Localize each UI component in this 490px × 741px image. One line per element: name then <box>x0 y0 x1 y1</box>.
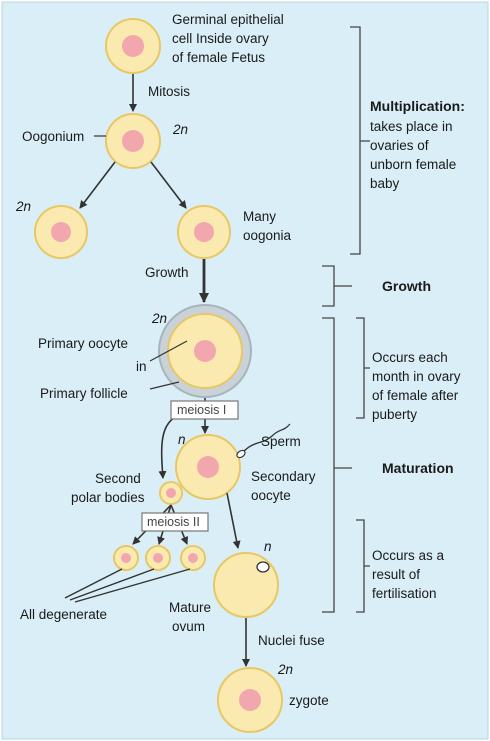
zygote-cell <box>217 667 283 733</box>
fertilisation-line2: result of <box>372 567 420 582</box>
polar-body-2 <box>145 545 171 571</box>
polar-body <box>159 481 183 505</box>
monthly-line1: Occurs each <box>372 350 448 365</box>
many-oogonia-line1: Many <box>243 209 276 224</box>
multiplication-line3: unborn female <box>370 157 456 172</box>
oogonium-label: Oogonium <box>22 129 84 144</box>
fertilisation-line1: Occurs as a <box>372 548 445 563</box>
primary-oocyte-label: Primary oocyte <box>38 336 128 351</box>
nuclei-fuse-label: Nuclei fuse <box>258 633 325 648</box>
monthly-line3: of female after <box>372 388 459 403</box>
arrow-to-many-oogonia <box>150 161 187 209</box>
meiosis1-label: meiosis I <box>177 403 226 417</box>
secondary-oocyte-line1: Secondary <box>251 469 316 484</box>
primary-follicle-pointer <box>149 381 180 390</box>
multiplication-bracket <box>350 26 370 255</box>
primary-oocyte-pointer <box>149 340 188 362</box>
mature-ovum-line2: ovum <box>172 619 205 634</box>
monthly-line4: puberty <box>372 407 417 422</box>
second-polar-bodies-line1: Second <box>95 471 141 486</box>
growth-arrow-label: Growth <box>145 265 189 280</box>
left-cell-ploidy: 2n <box>15 199 31 214</box>
primary-follicle-label: Primary follicle <box>40 386 128 401</box>
secondary-oocyte-cell <box>175 434 241 500</box>
polar-body-3 <box>180 545 206 571</box>
growth-bracket <box>322 265 352 307</box>
ovum-arrow <box>226 492 241 549</box>
in-label: in <box>136 359 147 374</box>
secondary-oocyte-ploidy: n <box>178 432 186 447</box>
germinal-epithelial-cell <box>105 18 161 74</box>
many-oogonia-cell <box>177 205 231 259</box>
second-polar-bodies-line2: polar bodies <box>71 490 145 505</box>
meiosis2-label: meiosis II <box>147 515 200 529</box>
sperm-label: Sperm <box>261 434 301 449</box>
polar-body-1 <box>113 545 139 571</box>
degenerate-lines <box>64 568 191 603</box>
arrow-to-left-cell <box>79 161 116 209</box>
mature-ovum-cell <box>213 552 279 618</box>
fertilisation-bracket <box>356 519 370 613</box>
mitosis-label: Mitosis <box>148 84 190 99</box>
maturation-title: Maturation <box>382 460 454 476</box>
ovum-ploidy: n <box>264 539 272 554</box>
growth-title: Growth <box>382 278 431 294</box>
primary-follicle <box>158 304 252 398</box>
primary-oocyte-ploidy: 2n <box>151 311 167 326</box>
sperm-icon <box>236 423 291 459</box>
meiosis1-box <box>170 400 239 420</box>
monthly-line2: month in ovary <box>372 369 461 384</box>
meiosis2-box <box>141 512 209 532</box>
germinal-label-line2: cell Inside ovary <box>172 31 269 46</box>
monthly-bracket <box>356 317 370 419</box>
germinal-label-line1: Germinal epithelial <box>172 12 284 27</box>
mature-ovum-line1: Mature <box>169 600 211 615</box>
multiplication-line2: ovaries of <box>370 138 429 153</box>
oogonium-cell <box>105 113 161 169</box>
multiplication-line1: takes place in <box>370 119 453 134</box>
multiplication-title: Multiplication: <box>370 98 465 114</box>
secondary-oocyte-line2: oocyte <box>251 488 291 503</box>
germinal-label-line3: of female Fetus <box>172 50 265 65</box>
zygote-label: zygote <box>289 693 329 708</box>
oogonium-ploidy: 2n <box>172 122 188 137</box>
maturation-bracket <box>322 317 352 613</box>
multiplication-line4: baby <box>370 176 400 191</box>
zygote-ploidy: 2n <box>277 662 293 677</box>
many-oogonia-line2: oogonia <box>243 228 292 243</box>
fertilisation-line3: fertilisation <box>372 586 437 601</box>
all-degenerate-label: All degenerate <box>20 607 107 622</box>
oogonium-left-cell <box>34 205 88 259</box>
